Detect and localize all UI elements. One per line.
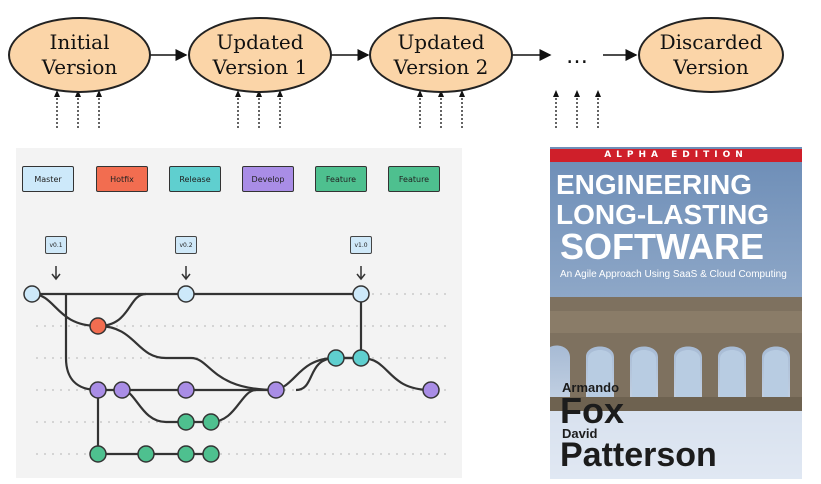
author-2-last-name: Patterson — [560, 436, 717, 474]
git-graph — [23, 266, 446, 463]
author-1-first-name: Armando — [562, 380, 620, 395]
develop-commits — [89, 381, 440, 399]
branch-label-master: Master — [22, 166, 74, 192]
tag-arrows — [51, 266, 366, 281]
branch-label-hotfix: Hotfix — [96, 166, 148, 192]
node-line: Updated — [397, 30, 485, 54]
branch-label-release: Release — [169, 166, 221, 192]
author-1-last-name: Fox — [560, 390, 625, 431]
aqueduct-stones — [550, 297, 802, 411]
book-title-line-2: LONG-LASTING — [556, 199, 770, 230]
tag-v1-0: v1.0 — [350, 236, 372, 254]
edition-banner: ALPHA EDITION — [550, 149, 802, 162]
hotfix-commits — [89, 317, 107, 335]
git-branching-diagram: Master Hotfix Release Develop Feature Fe… — [16, 148, 462, 478]
node-line: Version 1 — [212, 55, 308, 79]
cover-sky — [550, 162, 802, 302]
feature-commits — [89, 413, 220, 463]
book-subtitle: An Agile Approach Using SaaS & Cloud Com… — [560, 269, 787, 280]
master-commits — [23, 285, 370, 303]
aqueduct-arch-openings — [588, 350, 788, 397]
node-line: Version 2 — [393, 55, 489, 79]
node-line: Initial — [49, 30, 110, 54]
tag-v0-2: v0.2 — [175, 236, 197, 254]
book-title-line-3: SOFTWARE — [560, 226, 764, 267]
branch-lines — [31, 292, 432, 456]
branch-label-feature: Feature — [315, 166, 367, 192]
ellipsis: … — [566, 44, 589, 69]
upward-dotted-arrows — [56, 96, 599, 128]
release-commits — [327, 349, 370, 367]
author-2-first-name: David — [562, 426, 598, 441]
node-line: Updated — [216, 30, 304, 54]
node-line: Version — [673, 55, 749, 79]
branch-label-feature-2: Feature — [388, 166, 440, 192]
upward-arrowheads — [54, 90, 601, 97]
tag-v0-1: v0.1 — [45, 236, 67, 254]
node-line: Discarded — [659, 30, 763, 54]
node-line: Version — [41, 55, 118, 79]
book-cover: ALPHA EDITION ENGINEERING LONG-LASTING S… — [550, 147, 802, 479]
aqueduct-illustration — [550, 297, 802, 479]
branch-label-develop: Develop — [242, 166, 294, 192]
book-title-line-1: ENGINEERING — [556, 169, 753, 200]
